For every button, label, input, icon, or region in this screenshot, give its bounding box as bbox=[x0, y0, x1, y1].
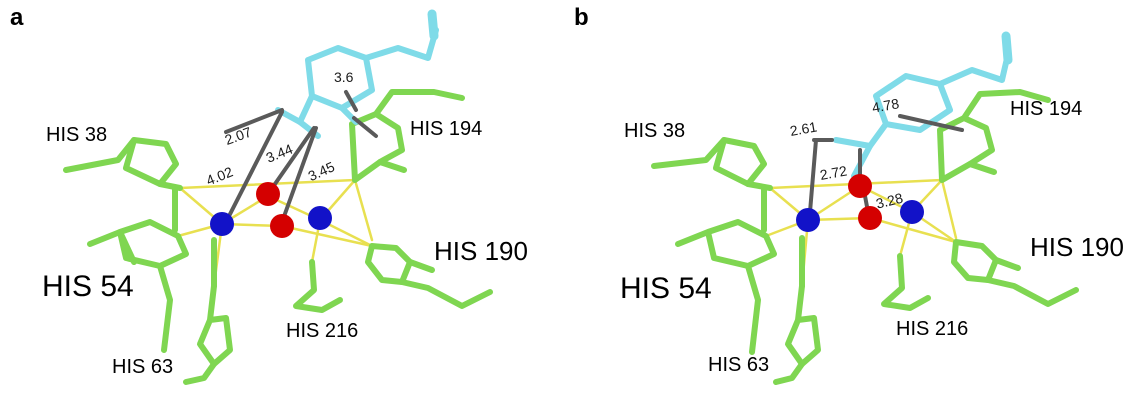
his54-branch bbox=[117, 229, 137, 265]
oxygen-atom-2 bbox=[270, 214, 294, 238]
distance-lines bbox=[224, 90, 378, 224]
his190-ring bbox=[951, 239, 999, 283]
his194-branch bbox=[377, 159, 407, 173]
residue-label-his216: HIS 216 bbox=[286, 320, 359, 342]
residue-label-his54: HIS 54 bbox=[42, 270, 134, 303]
his63-ring bbox=[197, 283, 233, 367]
residue-label-his194: HIS 194 bbox=[410, 118, 483, 140]
bond-o2-his190 bbox=[280, 224, 374, 248]
bond-o2-his190 bbox=[868, 216, 958, 244]
dist-line-4.02 bbox=[224, 110, 284, 224]
substrate-chain bbox=[937, 51, 1011, 87]
his194-branch bbox=[967, 161, 997, 175]
copper-atom-1 bbox=[210, 212, 234, 236]
his54-ring bbox=[675, 219, 777, 269]
panel-a: a bbox=[10, 4, 528, 385]
his38-ring bbox=[123, 137, 163, 187]
dist-line-2.61b bbox=[808, 138, 818, 214]
residue-label-his38: HIS 38 bbox=[624, 120, 686, 142]
his194-tail bbox=[961, 89, 1051, 121]
dist-line-3.45 bbox=[280, 126, 318, 224]
his190-ring bbox=[365, 243, 413, 285]
panel-label: a bbox=[10, 4, 24, 31]
his63-tail bbox=[773, 361, 805, 385]
distance-label: 2.07 bbox=[223, 124, 254, 148]
his194-tail bbox=[373, 89, 465, 117]
active-site-structure-a: 2.07 4.02 3.44 3.45 3.6 bbox=[63, 9, 493, 385]
his54-tail bbox=[745, 263, 761, 355]
distance-label: 3.28 bbox=[874, 190, 905, 212]
his54-tail bbox=[157, 263, 173, 353]
his63-ring bbox=[785, 283, 821, 367]
distance-lines bbox=[808, 114, 964, 214]
copper-atom-2 bbox=[308, 206, 332, 230]
residue-label-his63: HIS 63 bbox=[112, 356, 174, 378]
residue-label-his194: HIS 194 bbox=[1010, 98, 1083, 120]
substrate-chain bbox=[363, 27, 439, 61]
atoms bbox=[210, 182, 332, 238]
residue-label-his54: HIS 54 bbox=[620, 272, 712, 305]
distance-label: 4.78 bbox=[871, 95, 901, 116]
dist-line-3.6 bbox=[344, 90, 358, 112]
distance-label: 3.6 bbox=[334, 69, 354, 85]
residue-label-his216: HIS 216 bbox=[896, 318, 969, 340]
dist-line-4.78 bbox=[898, 114, 964, 132]
residue-label-his38: HIS 38 bbox=[46, 124, 108, 146]
substrate-methyl bbox=[427, 9, 439, 41]
his190-tail bbox=[985, 277, 1079, 307]
oxygen-atom-1 bbox=[848, 174, 872, 198]
dist-line-2.07 bbox=[224, 108, 284, 134]
his38-sidechain bbox=[651, 137, 773, 191]
active-site-structure-b: 2.61 2.72 3.28 4.78 bbox=[651, 31, 1079, 385]
his54-ring bbox=[87, 219, 189, 269]
copper-atom-1 bbox=[796, 208, 820, 232]
substrate-methyl bbox=[1001, 31, 1013, 65]
his190-branch bbox=[407, 259, 435, 273]
histidine-residues bbox=[63, 89, 493, 385]
his63-tail bbox=[183, 361, 217, 385]
his216-sidechain bbox=[293, 259, 343, 313]
his38-ring bbox=[713, 137, 751, 187]
his190-branch bbox=[993, 257, 1021, 271]
atoms bbox=[796, 174, 924, 232]
bond-his194-his190 bbox=[353, 178, 374, 242]
distance-labels: 2.07 4.02 3.44 3.45 3.6 bbox=[204, 69, 354, 188]
dist-line-3.6b bbox=[352, 116, 378, 138]
copper-atom-2 bbox=[900, 200, 924, 224]
bond-his194-his190 bbox=[940, 178, 958, 240]
his38-sidechain bbox=[63, 137, 183, 191]
distance-label: 2.61 bbox=[789, 118, 819, 139]
residue-label-his190: HIS 190 bbox=[434, 236, 528, 266]
his190-tail bbox=[399, 279, 493, 309]
his216-sidechain bbox=[881, 253, 931, 311]
oxygen-atom-2 bbox=[858, 206, 882, 230]
distance-labels: 2.61 2.72 3.28 4.78 bbox=[789, 95, 905, 212]
residue-label-his63: HIS 63 bbox=[708, 354, 770, 376]
dist-line-3.44 bbox=[266, 126, 316, 196]
residue-label-his190: HIS 190 bbox=[1030, 232, 1124, 262]
panel-b: b bbox=[570, 0, 1140, 394]
substrate-oh bbox=[833, 137, 873, 149]
distance-label: 2.72 bbox=[819, 162, 849, 183]
histidine-residues bbox=[651, 89, 1079, 385]
panel-label: b bbox=[574, 4, 589, 31]
oxygen-atom-1 bbox=[256, 182, 280, 206]
